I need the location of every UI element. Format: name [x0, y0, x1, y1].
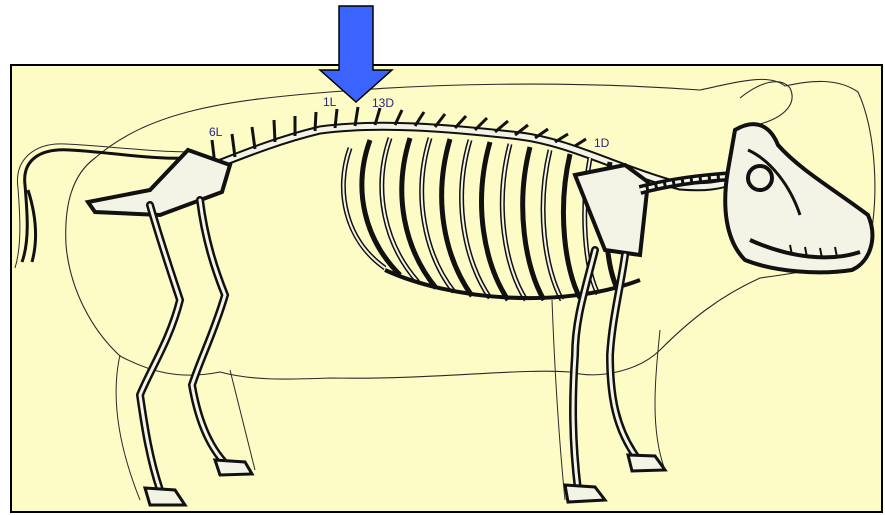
vertebra-label-1d: 1D	[594, 136, 609, 150]
skull	[725, 124, 872, 272]
hind-legs	[140, 200, 230, 490]
vertebra-label-1l: 1L	[323, 95, 336, 109]
hooves	[145, 455, 665, 505]
pelvis	[88, 150, 230, 215]
ear-outline	[740, 82, 792, 124]
hind-leg-outline	[116, 355, 255, 500]
vertebra-label-13d: 13D	[372, 96, 394, 110]
vertebra-label-6l: 6L	[209, 125, 222, 139]
down-arrow-icon	[318, 4, 396, 104]
